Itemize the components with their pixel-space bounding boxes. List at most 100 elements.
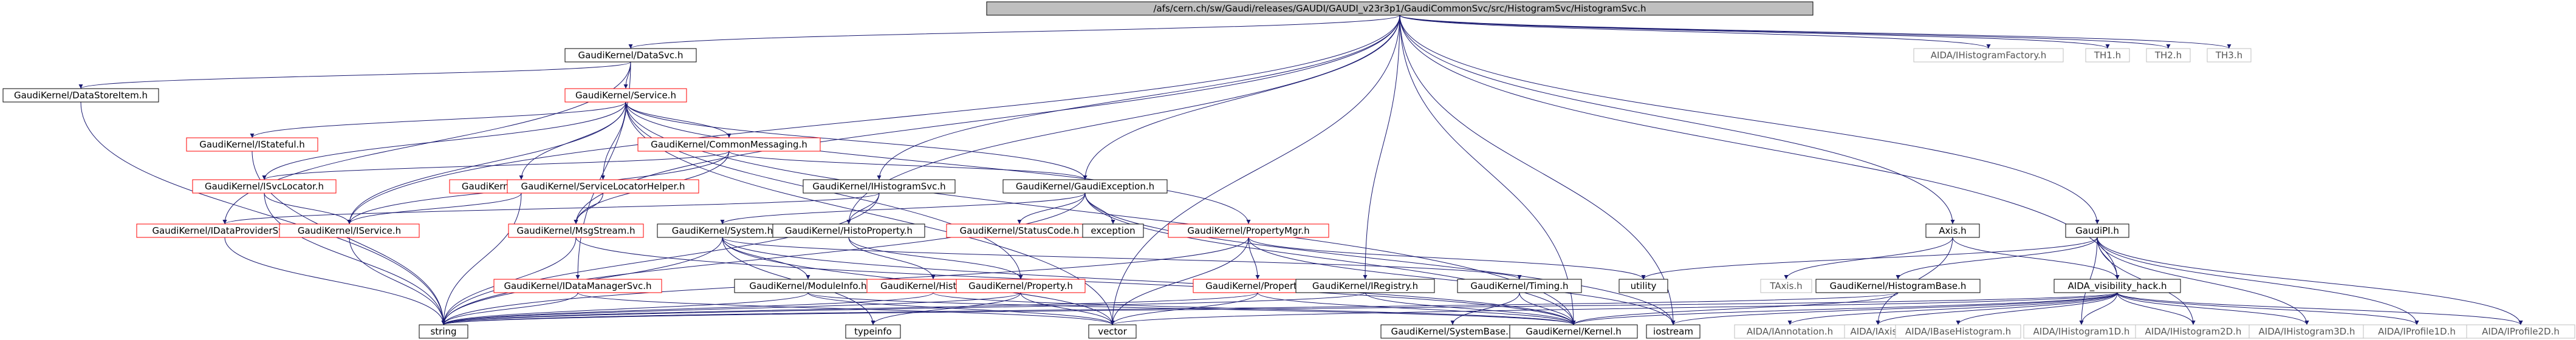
edge-property2-to-kernel [1257, 292, 1576, 325]
node-datastoreitem[interactable]: GaudiKernel/DataStoreItem.h [2, 88, 159, 103]
node-system[interactable]: GaudiKernel/System.h [657, 223, 788, 238]
edge-root-to-histfactory [1399, 15, 1991, 49]
node-vector[interactable]: vector [1088, 324, 1137, 339]
node-idataprovidersvc-label: GaudiKernel/IDataProviderSvc.h [152, 225, 297, 236]
edges-layer [78, 15, 2523, 325]
node-propertymgr[interactable]: GaudiKernel/PropertyMgr.h [1168, 223, 1329, 238]
node-statuscode[interactable]: GaudiKernel/StatusCode.h [946, 223, 1093, 238]
node-iostream-box [1646, 324, 1701, 339]
edge-root-to-vector [1110, 15, 1400, 325]
node-ibasehistogram-box [1895, 324, 2021, 339]
node-moduleinfo[interactable]: GaudiKernel/ModuleInfo.h [734, 279, 882, 293]
node-property_h[interactable]: GaudiKernel/Property.h [956, 279, 1086, 293]
edge-gaudipi-to-iprofile1d [2097, 237, 2419, 325]
node-kernel[interactable]: GaudiKernel/Kernel.h [1509, 324, 1638, 339]
node-commonmessaging[interactable]: GaudiKernel/CommonMessaging.h [637, 137, 821, 152]
node-service-label: GaudiKernel/Service.h [575, 90, 676, 101]
node-histoproperty[interactable]: GaudiKernel/HistoProperty.h [772, 223, 925, 238]
node-timing[interactable]: GaudiKernel/Timing.h [1457, 279, 1582, 293]
node-service[interactable]: GaudiKernel/Service.h [564, 88, 687, 103]
edge-gaudipi-to-histogrambase [1896, 237, 2098, 280]
edge-gaudiexception-to-system [720, 192, 1086, 225]
node-aidahack-box [2054, 279, 2181, 293]
node-string[interactable]: string [419, 324, 468, 339]
node-histogrambase[interactable]: GaudiKernel/HistogramBase.h [1815, 279, 1981, 293]
edge-idataprovidersvc-to-string [224, 237, 446, 325]
node-utility[interactable]: utility [1619, 279, 1668, 293]
node-iostream[interactable]: iostream [1646, 324, 1701, 339]
node-propertymgr-box [1168, 223, 1329, 238]
edge-gaudipi-to-iprofile2d [2097, 237, 2523, 325]
node-utility-box [1619, 279, 1668, 293]
node-taxis: TAxis.h [1760, 279, 1812, 293]
node-iservice-label: GaudiKernel/IService.h [298, 225, 401, 236]
node-histoproperty-label: GaudiKernel/HistoProperty.h [785, 225, 913, 236]
node-iprofile2d-label: AIDA/IProfile2D.h [2482, 326, 2560, 337]
edge-datasvc-to-datastoreitem [78, 61, 631, 89]
node-iregistry-box [1295, 279, 1435, 293]
edge-iauditorsvc-to-string [441, 192, 522, 325]
node-aidahack[interactable]: AIDA_visibility_hack.h [2054, 279, 2181, 293]
node-iservice[interactable]: GaudiKernel/IService.h [279, 223, 420, 238]
node-utility-label: utility [1631, 280, 1657, 291]
node-servicelocatorhelper[interactable]: GaudiKernel/ServiceLocatorHelper.h [507, 179, 699, 194]
node-ihistogram1d: AIDA/IHistogram1D.h [2023, 324, 2140, 339]
edge-aidahack-to-string [442, 292, 2118, 325]
edge-aidahack-to-ihistogram1d [2079, 292, 2118, 325]
node-iprofile1d: AIDA/IProfile1D.h [2363, 324, 2471, 339]
edge-isvclocator-to-string [264, 192, 446, 325]
node-systembase[interactable]: GaudiKernel/SystemBase.h [1380, 324, 1525, 339]
node-exception[interactable]: exception [1082, 223, 1144, 238]
node-gaudipi-box [2065, 223, 2129, 238]
node-gaudiexception[interactable]: GaudiKernel/GaudiException.h [1002, 179, 1168, 194]
node-systembase-label: GaudiKernel/SystemBase.h [1391, 326, 1515, 337]
edge-aidahack-to-ihistogram2d [2117, 292, 2196, 325]
edge-gaudiexception-to-kernel [1084, 192, 1576, 325]
node-ihistogramsvc[interactable]: GaudiKernel/IHistogramSvc.h [803, 179, 956, 194]
node-imsgstream[interactable]: GaudiKernel/MsgStream.h [508, 223, 644, 238]
node-datasvc-label: GaudiKernel/DataSvc.h [578, 50, 683, 61]
node-iaxis-label: AIDA/IAxis.h [1850, 326, 1905, 337]
edge-aidahack-to-iostream [1671, 292, 2118, 325]
node-idatamanagersvc-box [493, 279, 662, 293]
edge-service-to-iservice [347, 101, 626, 225]
edge-ihistogramsvc-to-string [441, 192, 880, 325]
node-axis[interactable]: Axis.h [1925, 223, 1980, 238]
node-histogrambase-label: GaudiKernel/HistogramBase.h [1830, 280, 1967, 291]
edge-root-to-axis [1399, 15, 1955, 225]
node-th3: TH3.h [2207, 48, 2252, 63]
node-root-label: /afs/cern.ch/sw/Gaudi/releases/GAUDI/GAU… [1153, 3, 1646, 15]
edge-gaudiexception-to-iostream [1084, 192, 1676, 325]
node-th2: TH2.h [2146, 48, 2191, 63]
node-histfactory: AIDA/IHistogramFactory.h [1913, 48, 2064, 63]
node-typeinfo-box [845, 324, 901, 339]
edge-gaudiexception-to-string [441, 192, 1086, 325]
node-commonmessaging-label: GaudiKernel/CommonMessaging.h [651, 139, 807, 150]
node-typeinfo[interactable]: typeinfo [845, 324, 901, 339]
node-idataprovidersvc[interactable]: GaudiKernel/IDataProviderSvc.h [136, 223, 313, 238]
node-idatamanagersvc[interactable]: GaudiKernel/IDataManagerSvc.h [493, 279, 662, 293]
edge-iauditorsvc-to-iservice [347, 192, 522, 225]
node-exception-box [1082, 223, 1144, 238]
edge-service-to-commonmessaging [625, 101, 731, 138]
node-root[interactable]: /afs/cern.ch/sw/Gaudi/releases/GAUDI/GAU… [986, 1, 1814, 16]
edge-axis-to-aidahack [1952, 237, 2120, 280]
node-th3-label: TH3.h [2215, 50, 2242, 61]
edge-timing-to-systembase [1450, 292, 1520, 325]
node-kernel-box [1509, 324, 1638, 339]
edge-service-to-iauditorsvc [519, 101, 626, 180]
edge-root-to-iostream [1399, 15, 1676, 325]
node-propertymgr-label: GaudiKernel/PropertyMgr.h [1187, 225, 1309, 236]
node-gaudipi[interactable]: GaudiPI.h [2065, 223, 2129, 238]
edge-histodef-to-string [441, 292, 934, 325]
node-th1-box [2085, 48, 2130, 63]
node-datasvc[interactable]: GaudiKernel/DataSvc.h [564, 48, 697, 63]
node-istateful[interactable]: GaudiKernel/IStateful.h [186, 137, 318, 152]
node-iregistry[interactable]: GaudiKernel/IRegistry.h [1295, 279, 1435, 293]
node-ibasehistogram-label: AIDA/IBaseHistogram.h [1905, 326, 2011, 337]
edge-gaudiexception-to-statuscode [1017, 192, 1086, 225]
node-service-box [564, 88, 687, 103]
node-isvclocator[interactable]: GaudiKernel/ISvcLocator.h [192, 179, 337, 194]
edge-propertymgr-to-utility [1248, 237, 1646, 280]
